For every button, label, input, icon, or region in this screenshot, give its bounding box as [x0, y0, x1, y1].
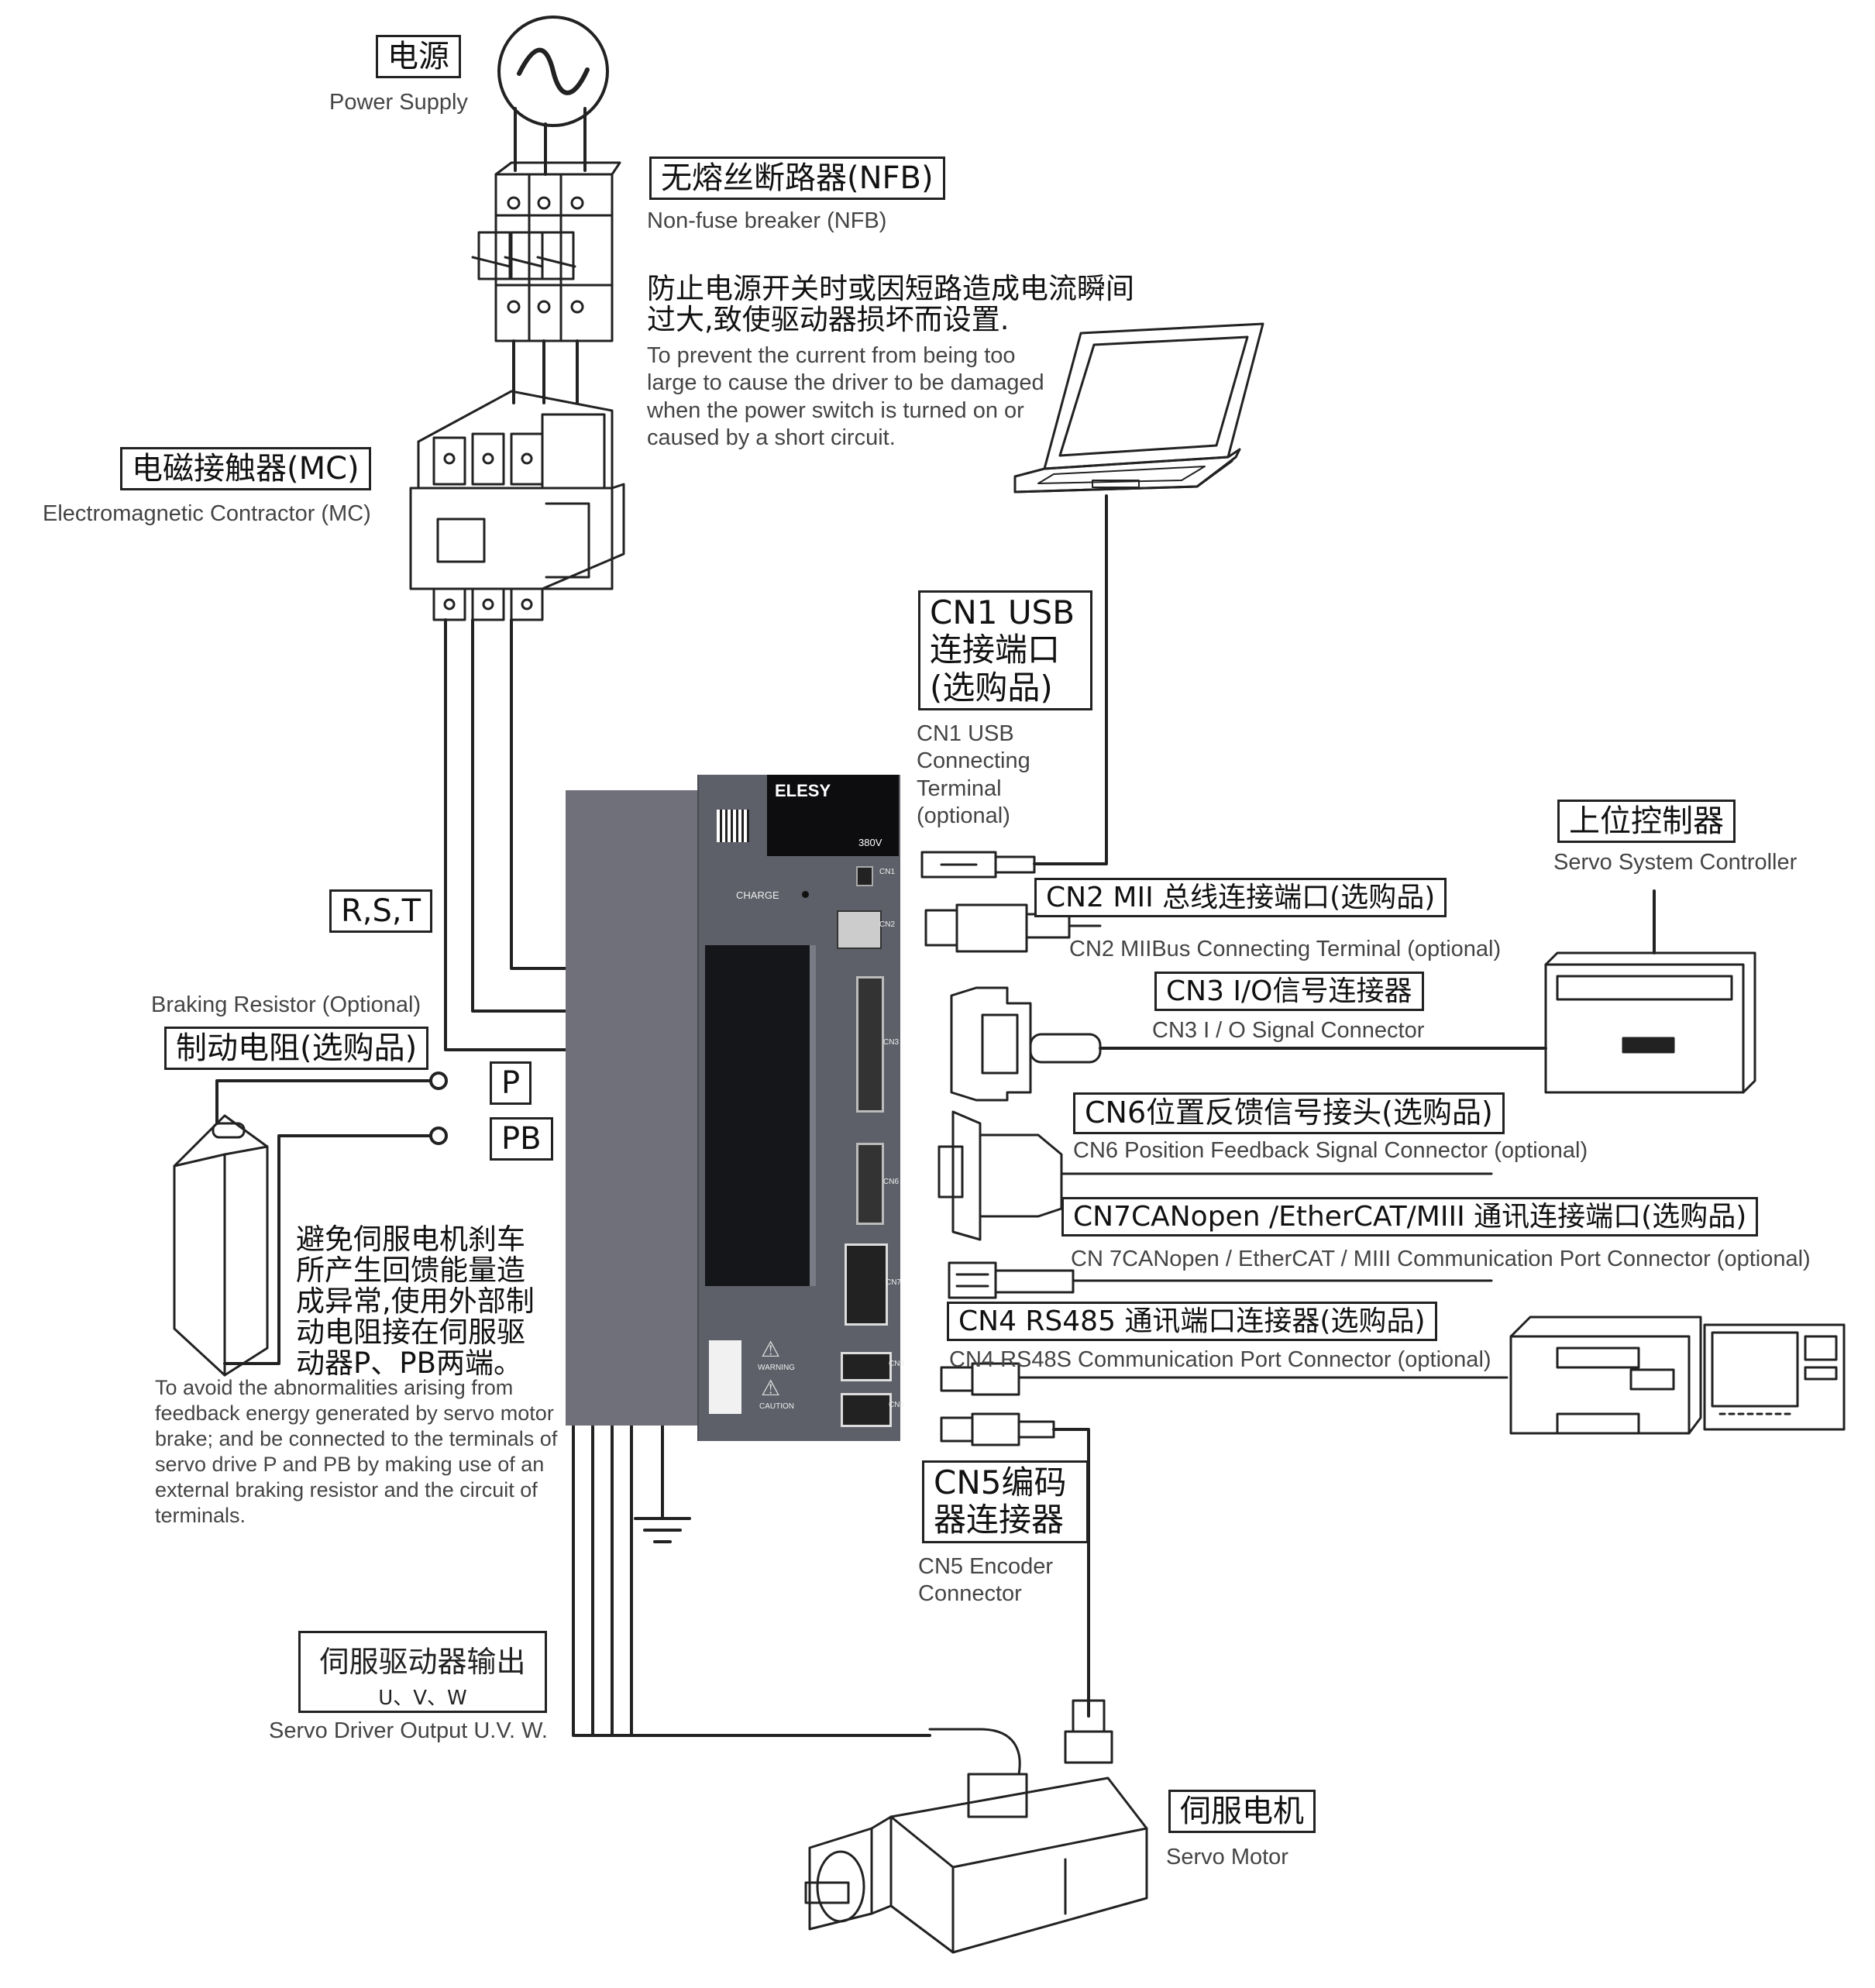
braking-en: Braking Resistor (Optional)	[151, 992, 421, 1017]
cn4-title: CN4 RS485 通讯端口连接器(选购品)	[947, 1302, 1437, 1342]
cn2-title: CN2 MII 总线连接端口(选购品)	[1034, 878, 1447, 918]
controller-title: 上位控制器	[1557, 800, 1736, 843]
port-label-cn3: CN3	[883, 1038, 900, 1047]
driver-voltage: 380V	[858, 837, 882, 848]
nfb-desc-en: To prevent the current from being too la…	[647, 343, 1044, 451]
terminal-p: P	[490, 1061, 532, 1105]
driver-ground-terminals	[709, 1340, 741, 1414]
port-label-cn4: CN4	[889, 1360, 905, 1368]
braking-resistor-drawing	[173, 1114, 269, 1377]
driver-warning-label: WARNING	[758, 1364, 795, 1372]
hmi-drawing	[1703, 1323, 1846, 1431]
motor-en: Servo Motor	[1166, 1845, 1288, 1869]
nfb-title: 无熔丝断路器(NFB)	[649, 156, 945, 200]
power-supply-title: 电源	[376, 35, 461, 78]
cn6-connector-drawing	[938, 1110, 1493, 1241]
driver-charge-label: CHARGE	[736, 889, 779, 901]
driver-terminal-block	[705, 945, 816, 1286]
braking-desc-en: To avoid the abnormalities arising from …	[155, 1376, 558, 1527]
port-label-cn6: CN6	[883, 1178, 900, 1186]
output-en: Servo Driver Output U.V. W.	[269, 1718, 548, 1743]
cn4-plug	[940, 1362, 1509, 1396]
driver-qr-code	[717, 810, 749, 842]
cn7-port[interactable]	[845, 1243, 888, 1326]
braking-desc-zh: 避免伺服电机刹车所产生回馈能量造成异常,使用外部制动电阻接在伺服驱动器P、PB两…	[296, 1223, 535, 1380]
charge-led	[802, 891, 809, 898]
cn5-plug	[940, 1412, 1055, 1446]
cn1-usb-plug	[920, 851, 1036, 879]
cn3-connector-drawing	[950, 986, 1102, 1102]
nfb-breaker-drawing	[471, 161, 621, 342]
mc-contactor-drawing	[409, 390, 625, 621]
port-label-cn7: CN7	[886, 1278, 902, 1287]
cn6-en: CN6 Position Feedback Signal Connector (…	[1073, 1138, 1588, 1163]
cn3-port[interactable]	[856, 976, 884, 1113]
cn6-title: CN6位置反馈信号接头(选购品)	[1073, 1092, 1505, 1134]
cn1-en: CN1 USB Connecting Terminal (optional)	[917, 721, 1030, 829]
cn3-en: CN3 I / O Signal Connector	[1152, 1018, 1425, 1043]
mc-title: 电磁接触器(MC)	[120, 447, 371, 490]
cn1-title: CN1 USB 连接端口 (选购品)	[918, 590, 1092, 710]
cn5-en: CN5 Encoder Connector	[918, 1554, 1054, 1607]
cn4-port[interactable]	[841, 1352, 892, 1381]
braking-title: 制动电阻(选购品)	[164, 1027, 429, 1070]
rst-label: R,S,T	[329, 889, 433, 933]
nfb-en: Non-fuse breaker (NFB)	[647, 208, 887, 233]
output-sub: U、V、W	[378, 1687, 467, 1710]
cn2-port[interactable]	[837, 910, 882, 949]
cn3-title: CN3 I/O信号连接器	[1154, 972, 1424, 1012]
port-label-cn2: CN2	[879, 920, 896, 929]
plc-drawing	[1509, 1316, 1702, 1435]
cn5-port[interactable]	[841, 1393, 892, 1427]
driver-brand: ELESY	[775, 781, 831, 800]
driver-display	[767, 775, 899, 856]
cn7-title: CN7CANopen /EtherCAT/MIII 通讯连接端口(选购品)	[1061, 1197, 1759, 1237]
terminal-pb: PB	[490, 1117, 553, 1161]
output-title-box: 伺服驱动器输出 U、V、W	[298, 1631, 547, 1713]
controller-en: Servo System Controller	[1553, 850, 1798, 875]
cn6-port[interactable]	[856, 1143, 884, 1225]
motor-title: 伺服电机	[1168, 1790, 1316, 1833]
controller-drawing	[1544, 951, 1756, 1094]
cn5-title: CN5编码 器连接器	[922, 1460, 1089, 1543]
port-label-cn5: CN5	[889, 1401, 905, 1409]
cn1-port[interactable]	[856, 866, 873, 886]
power-supply-en: Power Supply	[329, 90, 468, 115]
nfb-desc-zh: 防止电源开关时或因短路造成电流瞬间过大,致使驱动器损坏而设置.	[647, 272, 1134, 336]
warning-icon: ⚠	[761, 1336, 781, 1362]
cn7-en: CN 7CANopen / EtherCAT / MIII Communicat…	[1071, 1247, 1811, 1271]
port-label-cn1: CN1	[879, 868, 896, 876]
cn7-plug	[948, 1261, 1493, 1299]
servo-driver: ELESY 380V CHARGE ⚠ WARNING ⚠ CAUTION CN…	[566, 775, 904, 1441]
laptop-drawing	[1013, 322, 1264, 494]
output-title: 伺服驱动器输出	[319, 1645, 526, 1679]
caution-icon: ⚠	[761, 1375, 781, 1401]
mc-en: Electromagnetic Contractor (MC)	[43, 501, 371, 526]
power-supply-symbol	[497, 15, 609, 176]
cn2-en: CN2 MIIBus Connecting Terminal (optional…	[1069, 937, 1502, 961]
driver-caution-label: CAUTION	[759, 1402, 794, 1411]
cn4-en: CN4 RS48S Communication Port Connector (…	[949, 1347, 1491, 1372]
driver-side-panel	[566, 790, 697, 1426]
servo-motor-drawing	[804, 1699, 1148, 1954]
